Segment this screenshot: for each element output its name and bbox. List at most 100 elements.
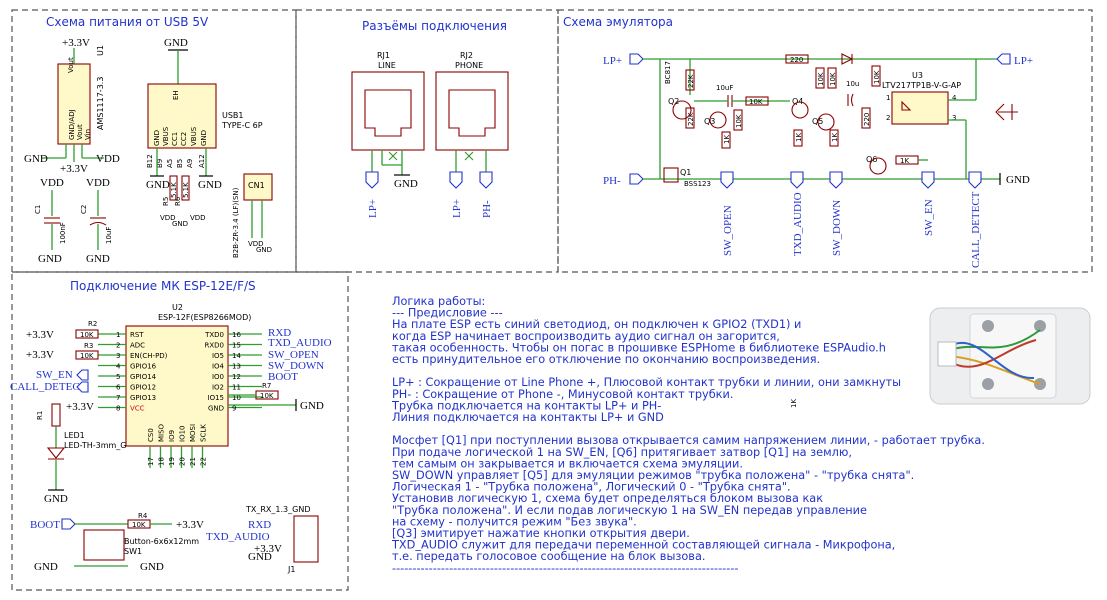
svg-text:R2: R2 [88, 320, 97, 328]
notes-line: [Q3] эмитирует нажатие кнопки открытия д… [392, 527, 690, 540]
svg-text:LED-TH-3mm_G: LED-TH-3mm_G [64, 441, 127, 450]
conn-lp-plus-2: LP+ [451, 199, 463, 218]
svg-text:3: 3 [952, 114, 956, 122]
u2-right-pin-name: GND [208, 405, 224, 413]
svg-text:10K: 10K [735, 114, 743, 128]
u2-bottom-pin-name: SCLK [200, 424, 208, 442]
u2-left-pin-name: ADC [130, 342, 145, 350]
svg-text:GND: GND [153, 130, 161, 146]
u2-right-pin-name: IO4 [212, 363, 225, 371]
mcu-sw-down: SW_DOWN [268, 360, 324, 372]
emu-lp-left: LP+ [603, 55, 622, 67]
notes-line: LP+ : Сокращение от Line Phone +, Плюсов… [392, 376, 901, 389]
svg-text:R5: R5 [162, 197, 170, 206]
mcu-call-detect: CALL_DETECT [10, 381, 87, 393]
u2-left-pin-name: RST [130, 331, 144, 339]
sw1-button [83, 529, 125, 561]
port-txd-audio: TXD_AUDIO [792, 192, 804, 256]
u2-bottom-pin-name: IO9 [168, 430, 176, 442]
u2-right-pin-num: 12 [232, 373, 241, 381]
u1-vout-net: +3.3V [62, 37, 90, 49]
u2-right-pin-name: IO0 [212, 373, 224, 381]
notes-block: Логика работы:--- Предисловие ---На плат… [391, 295, 985, 575]
u2-ref: U2 [172, 303, 183, 312]
svg-text:4: 4 [952, 94, 957, 102]
svg-text:GND: GND [38, 253, 62, 265]
svg-text:GND: GND [86, 253, 110, 265]
u2-bottom-pin-name: IO10 [179, 426, 187, 442]
u2-right-pin-name: RXD0 [204, 342, 224, 350]
svg-text:TXD_AUDIO: TXD_AUDIO [206, 531, 270, 543]
u2-left-pin-num: 8 [116, 405, 120, 413]
svg-text:GND: GND [140, 561, 164, 573]
u3-name: LTV217TP1B-V-G-AP [882, 81, 961, 90]
svg-text:GND: GND [164, 37, 188, 49]
svg-text:10K: 10K [132, 521, 146, 529]
svg-text:GND: GND [34, 561, 58, 573]
notes-line: Мосфет [Q1] при поступлении вызова откры… [392, 434, 985, 447]
connectors-section: RJ1 LINE RJ2 PHONE GND LP+ LP+ PH- [351, 51, 509, 218]
notes-line: на схему - получится режим "Без звука". [392, 515, 637, 528]
svg-text:10u: 10u [846, 80, 859, 88]
svg-text:5.1K: 5.1K [170, 182, 178, 198]
rj1-name: LINE [378, 61, 396, 70]
u2-left-pin-num: 7 [116, 394, 120, 402]
notes-line: ----------------------------------------… [392, 562, 739, 575]
u3-ref: U3 [912, 71, 923, 80]
u1-ams1117 [57, 63, 91, 145]
svg-text:Q1: Q1 [680, 168, 691, 177]
svg-text:C1: C1 [34, 205, 42, 214]
svg-text:22K: 22K [687, 112, 695, 126]
u2-left-pin-name: GPIO13 [130, 394, 156, 402]
svg-text:5.1K: 5.1K [182, 182, 190, 198]
notes-line: Трубка подключается на контакты LP+ и PH… [391, 399, 661, 412]
photo-label: 1K [790, 399, 798, 408]
svg-text:B9: B9 [156, 159, 164, 168]
u2-left-pin-num: 1 [116, 331, 120, 339]
svg-text:VBUS: VBUS [162, 126, 170, 146]
emu-gnd: GND [1006, 174, 1030, 186]
svg-text:LED1: LED1 [64, 431, 85, 440]
notes-line: Установив логическую 1, схема будет опре… [392, 492, 823, 505]
j1-name: TX_RX_1.3_GND [245, 505, 310, 514]
title-connectors: Разъёмы подключения [362, 19, 507, 33]
svg-text:RXD: RXD [248, 519, 271, 531]
svg-text:GND: GND [256, 246, 272, 254]
rj1-ref: RJ1 [377, 51, 390, 60]
svg-text:GND: GND [146, 179, 170, 191]
notes-line: тем самым он закрывается и включается сх… [392, 457, 743, 470]
svg-text:Button-6x6x12mm: Button-6x6x12mm [124, 537, 199, 546]
mcu-boot-net: BOOT [268, 371, 298, 383]
svg-text:1K: 1K [900, 157, 909, 165]
u2-esp12 [125, 325, 229, 447]
svg-text:Vin: Vin [84, 129, 92, 140]
rj2-ref: RJ2 [460, 51, 473, 60]
u2-left-pin-name: GPIO16 [130, 363, 157, 371]
svg-text:1: 1 [886, 94, 890, 102]
usb1-name: TYPE-C 6P [221, 121, 263, 130]
svg-text:EH: EH [172, 90, 180, 100]
notes-line: PH- : Сокращение от Phone -, Минусовой к… [392, 388, 733, 401]
notes-line: когда ESP начинает воспроизводить аудио … [392, 330, 780, 343]
notes-line: есть принудительное его отключение по ок… [392, 353, 820, 366]
cn1-name: B2B-ZR-3.4 (LF)(SN) [232, 187, 240, 258]
port-sw-en: SW_EN [923, 199, 935, 236]
j1-header [293, 515, 319, 563]
svg-text:Q4: Q4 [792, 97, 803, 106]
svg-text:GND: GND [248, 551, 272, 563]
mcu-sw-open: SW_OPEN [268, 349, 319, 361]
usb1-typec [147, 83, 217, 149]
svg-text:10K: 10K [873, 70, 881, 84]
svg-text:100nF: 100nF [59, 222, 67, 244]
svg-text:A5: A5 [166, 159, 174, 168]
u2-left-pin-name: EN(CH-PD) [130, 352, 168, 360]
svg-text:VDD: VDD [160, 214, 176, 222]
svg-text:10K: 10K [80, 352, 94, 360]
svg-text:+3.3V: +3.3V [26, 329, 54, 341]
svg-text:GND: GND [300, 400, 324, 412]
svg-text:R3: R3 [84, 342, 93, 350]
svg-text:A12: A12 [198, 154, 206, 168]
u2-right-pin-name: IO2 [212, 384, 224, 392]
notes-line: такая особенность. Чтобы он погас в прош… [392, 341, 886, 354]
usb1-ref: USB1 [222, 111, 244, 120]
